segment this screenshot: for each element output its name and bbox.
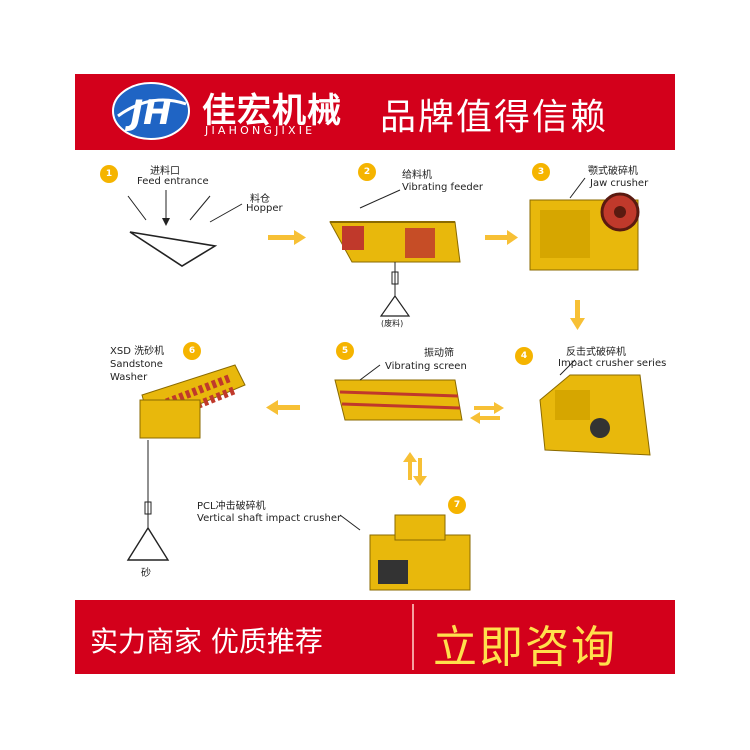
consult-now-button[interactable]: 立即咨询 xyxy=(433,622,617,673)
impact-crusher-illustration xyxy=(539,359,651,456)
step-label-en: Vertical shaft impact crusher xyxy=(197,513,342,524)
step-label-cn: 颚式破碎机 xyxy=(588,166,638,177)
step-label-cn: 振动筛 xyxy=(424,348,454,359)
jaw-crusher-illustration xyxy=(529,177,640,271)
vibrating-feeder-illustration xyxy=(329,189,461,317)
step-sub-label-en: Hopper xyxy=(246,203,283,214)
step-label-cn: 给料机 xyxy=(402,170,432,181)
step-label-en: Jaw crusher xyxy=(590,178,649,189)
brand-name-en: JIAHONGJIXIE xyxy=(205,124,316,137)
step-label-en: Sandstone xyxy=(110,359,163,370)
step-badge: 4 xyxy=(515,347,533,365)
hopper-illustration xyxy=(127,190,243,267)
step-label-en: Feed entrance xyxy=(137,176,209,187)
step-label-en: Vibrating feeder xyxy=(402,182,483,193)
waste-label: (废料) xyxy=(381,319,404,328)
footer-promo-text: 实力商家 优质推荐 xyxy=(90,625,323,658)
step-label-en: Vibrating screen xyxy=(385,361,467,372)
logo-mark-text: JH xyxy=(124,93,171,133)
step-label-en: Impact crusher series xyxy=(558,358,667,369)
flow-arrow-5-7 xyxy=(403,452,427,486)
step-label-cn: 进料口 xyxy=(150,166,180,177)
footer-divider xyxy=(412,604,414,670)
step-badge: 6 xyxy=(183,342,201,360)
flow-arrow-4-5 xyxy=(470,402,504,424)
step-label-cn: XSD 洗砂机 xyxy=(110,346,165,357)
flow-arrow-1-2 xyxy=(268,230,306,245)
vibrating-screen-illustration xyxy=(334,364,463,421)
flow-arrow-2-3 xyxy=(485,230,518,245)
step-sub-label-cn: 料仓 xyxy=(250,194,270,205)
brand-name-cn: 佳宏机械 xyxy=(202,91,342,131)
footer-banner xyxy=(75,600,675,674)
sand-output-label: 砂 xyxy=(141,568,151,579)
step-badge: 5 xyxy=(336,342,354,360)
step-badge: 1 xyxy=(100,165,118,183)
step-label-cn: PCL冲击破碎机 xyxy=(197,501,266,512)
step-badge: 2 xyxy=(358,163,376,181)
header-slogan: 品牌值得信赖 xyxy=(380,97,609,138)
sand-washer-illustration xyxy=(126,364,246,561)
step-label-en-line2: Washer xyxy=(110,372,148,383)
brand-logo: JH xyxy=(110,80,192,142)
step-badge: 7 xyxy=(448,496,466,514)
flow-arrow-5-6 xyxy=(266,400,300,415)
vsi-crusher-illustration xyxy=(339,514,471,591)
step-badge: 3 xyxy=(532,163,550,181)
step-label-cn: 反击式破碎机 xyxy=(566,347,626,358)
flow-arrow-3-4 xyxy=(570,300,585,330)
